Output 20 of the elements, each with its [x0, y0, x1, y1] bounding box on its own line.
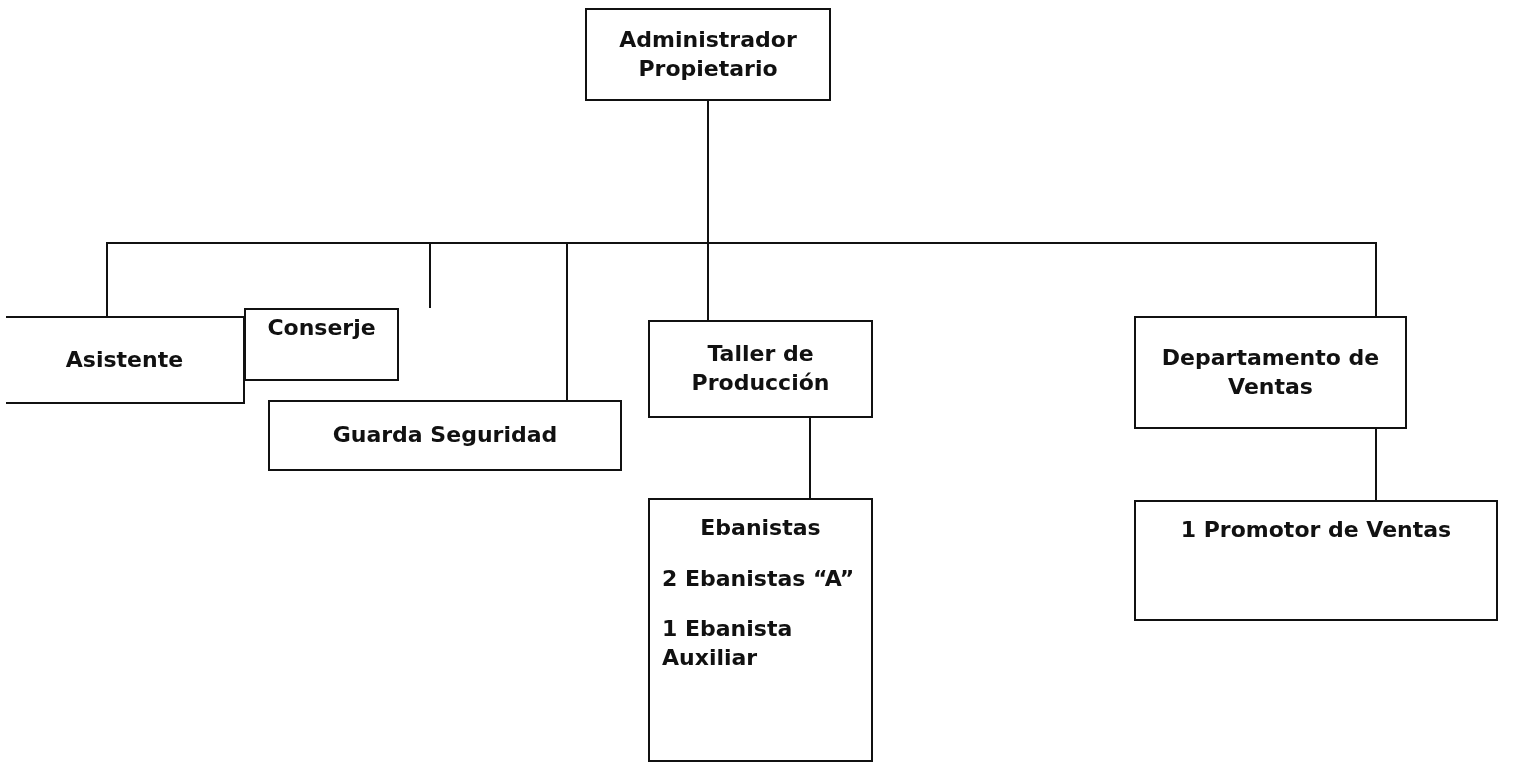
box-label: 2 Ebanistas “A” [662, 564, 855, 593]
box-label: Taller de Producción [690, 340, 831, 397]
org-box [1134, 316, 1407, 429]
box-label: 1 Ebanista Auxiliar [662, 615, 794, 672]
org-box [1134, 500, 1498, 621]
org-box [244, 308, 399, 381]
box-label: Guarda Seguridad [332, 421, 558, 450]
box-label: Ebanistas [700, 514, 821, 542]
box-label: Departamento de Ventas [1160, 343, 1381, 401]
org-box [268, 400, 622, 471]
box-label: 1 Promotor de Ventas [1180, 516, 1452, 544]
box-label: Administrador Propietario [618, 25, 798, 83]
connector-line [809, 417, 811, 499]
org-box [585, 8, 831, 101]
org-box [648, 498, 873, 762]
org-box [6, 316, 245, 404]
box-label: Conserje [267, 314, 376, 342]
box-label: Asistente [65, 345, 184, 374]
connector-line [1375, 428, 1377, 501]
org-box [648, 320, 873, 418]
